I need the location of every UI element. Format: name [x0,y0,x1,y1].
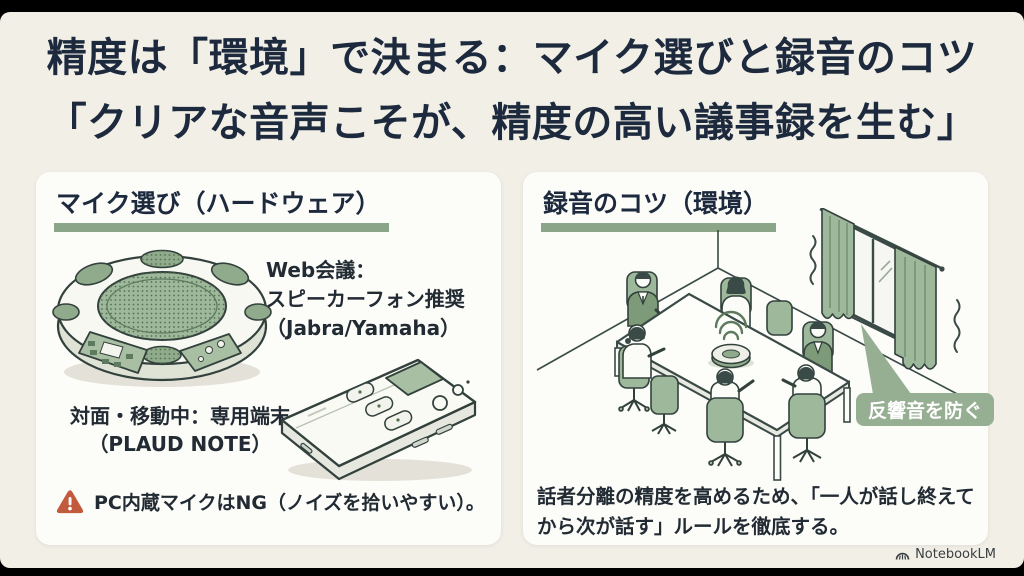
title-line-1: 精度は「環境」で決まる：マイク選びと録音のコツ [46,35,978,81]
web-meeting-line-3: （Jabra/Yamaha） [266,316,461,340]
slide-background: 精度は「環境」で決まる：マイク選びと録音のコツ 「クリアな音声こそが、精度の高い… [0,12,1024,568]
panel-microphone-hardware: マイク選び（ハードウェア） [36,172,501,545]
dedicated-line-2: （PLAUD NOTE） [88,432,272,456]
recorder-illustration [280,358,477,481]
dedicated-device-note: 対面・移動中：専用端末 （PLAUD NOTE） [50,402,310,458]
note-line-2: から次が話す」ルールを徹底する。 [537,515,850,538]
notebooklm-logo-icon [895,552,910,560]
panel-recording-header: 録音のコツ（環境） [541,184,777,232]
speakerphone-illustration [52,249,272,387]
echo-callout-pointer [861,324,911,394]
warning-row: PC内蔵マイクはNG（ノイズを拾いやすい）。 [56,488,485,515]
footer-brand: NotebookLM [895,547,996,562]
speaker-separation-note: 話者分離の精度を高めるため、「一人が話し終えて から次が話す」ルールを徹底する。 [537,482,975,542]
web-meeting-line-1: Web会議： [266,258,376,282]
title-line-2: 「クリアな音声こそが、精度の高い議事録を生む」 [46,100,978,146]
echo-badge: 反響音を防ぐ [856,393,995,426]
slide-title: 精度は「環境」で決まる：マイク選びと録音のコツ 「クリアな音声こそが、精度の高い… [0,26,1024,156]
window-and-curtains [809,208,961,370]
note-line-1: 話者分離の精度を高めるため、「一人が話し終えて [537,485,975,508]
panel-microphone-header: マイク選び（ハードウェア） [54,184,389,232]
near-people [618,324,826,467]
content-columns: マイク選び（ハードウェア） [36,172,995,545]
warning-text: PC内蔵マイクはNG（ノイズを拾いやすい）。 [94,492,485,514]
web-meeting-note: Web会議： スピーカーフォン推奨 （Jabra/Yamaha） [266,256,465,343]
notebooklm-label: NotebookLM [915,547,996,562]
table-speakerphone [708,310,754,369]
meeting-room-illustration [536,208,983,481]
warning-icon [56,489,84,513]
dedicated-line-1: 対面・移動中：専用端末 [70,404,290,428]
web-meeting-line-2: スピーカーフォン推奨 [266,287,465,311]
panel-recording-tips: 録音のコツ（環境） [523,172,995,545]
